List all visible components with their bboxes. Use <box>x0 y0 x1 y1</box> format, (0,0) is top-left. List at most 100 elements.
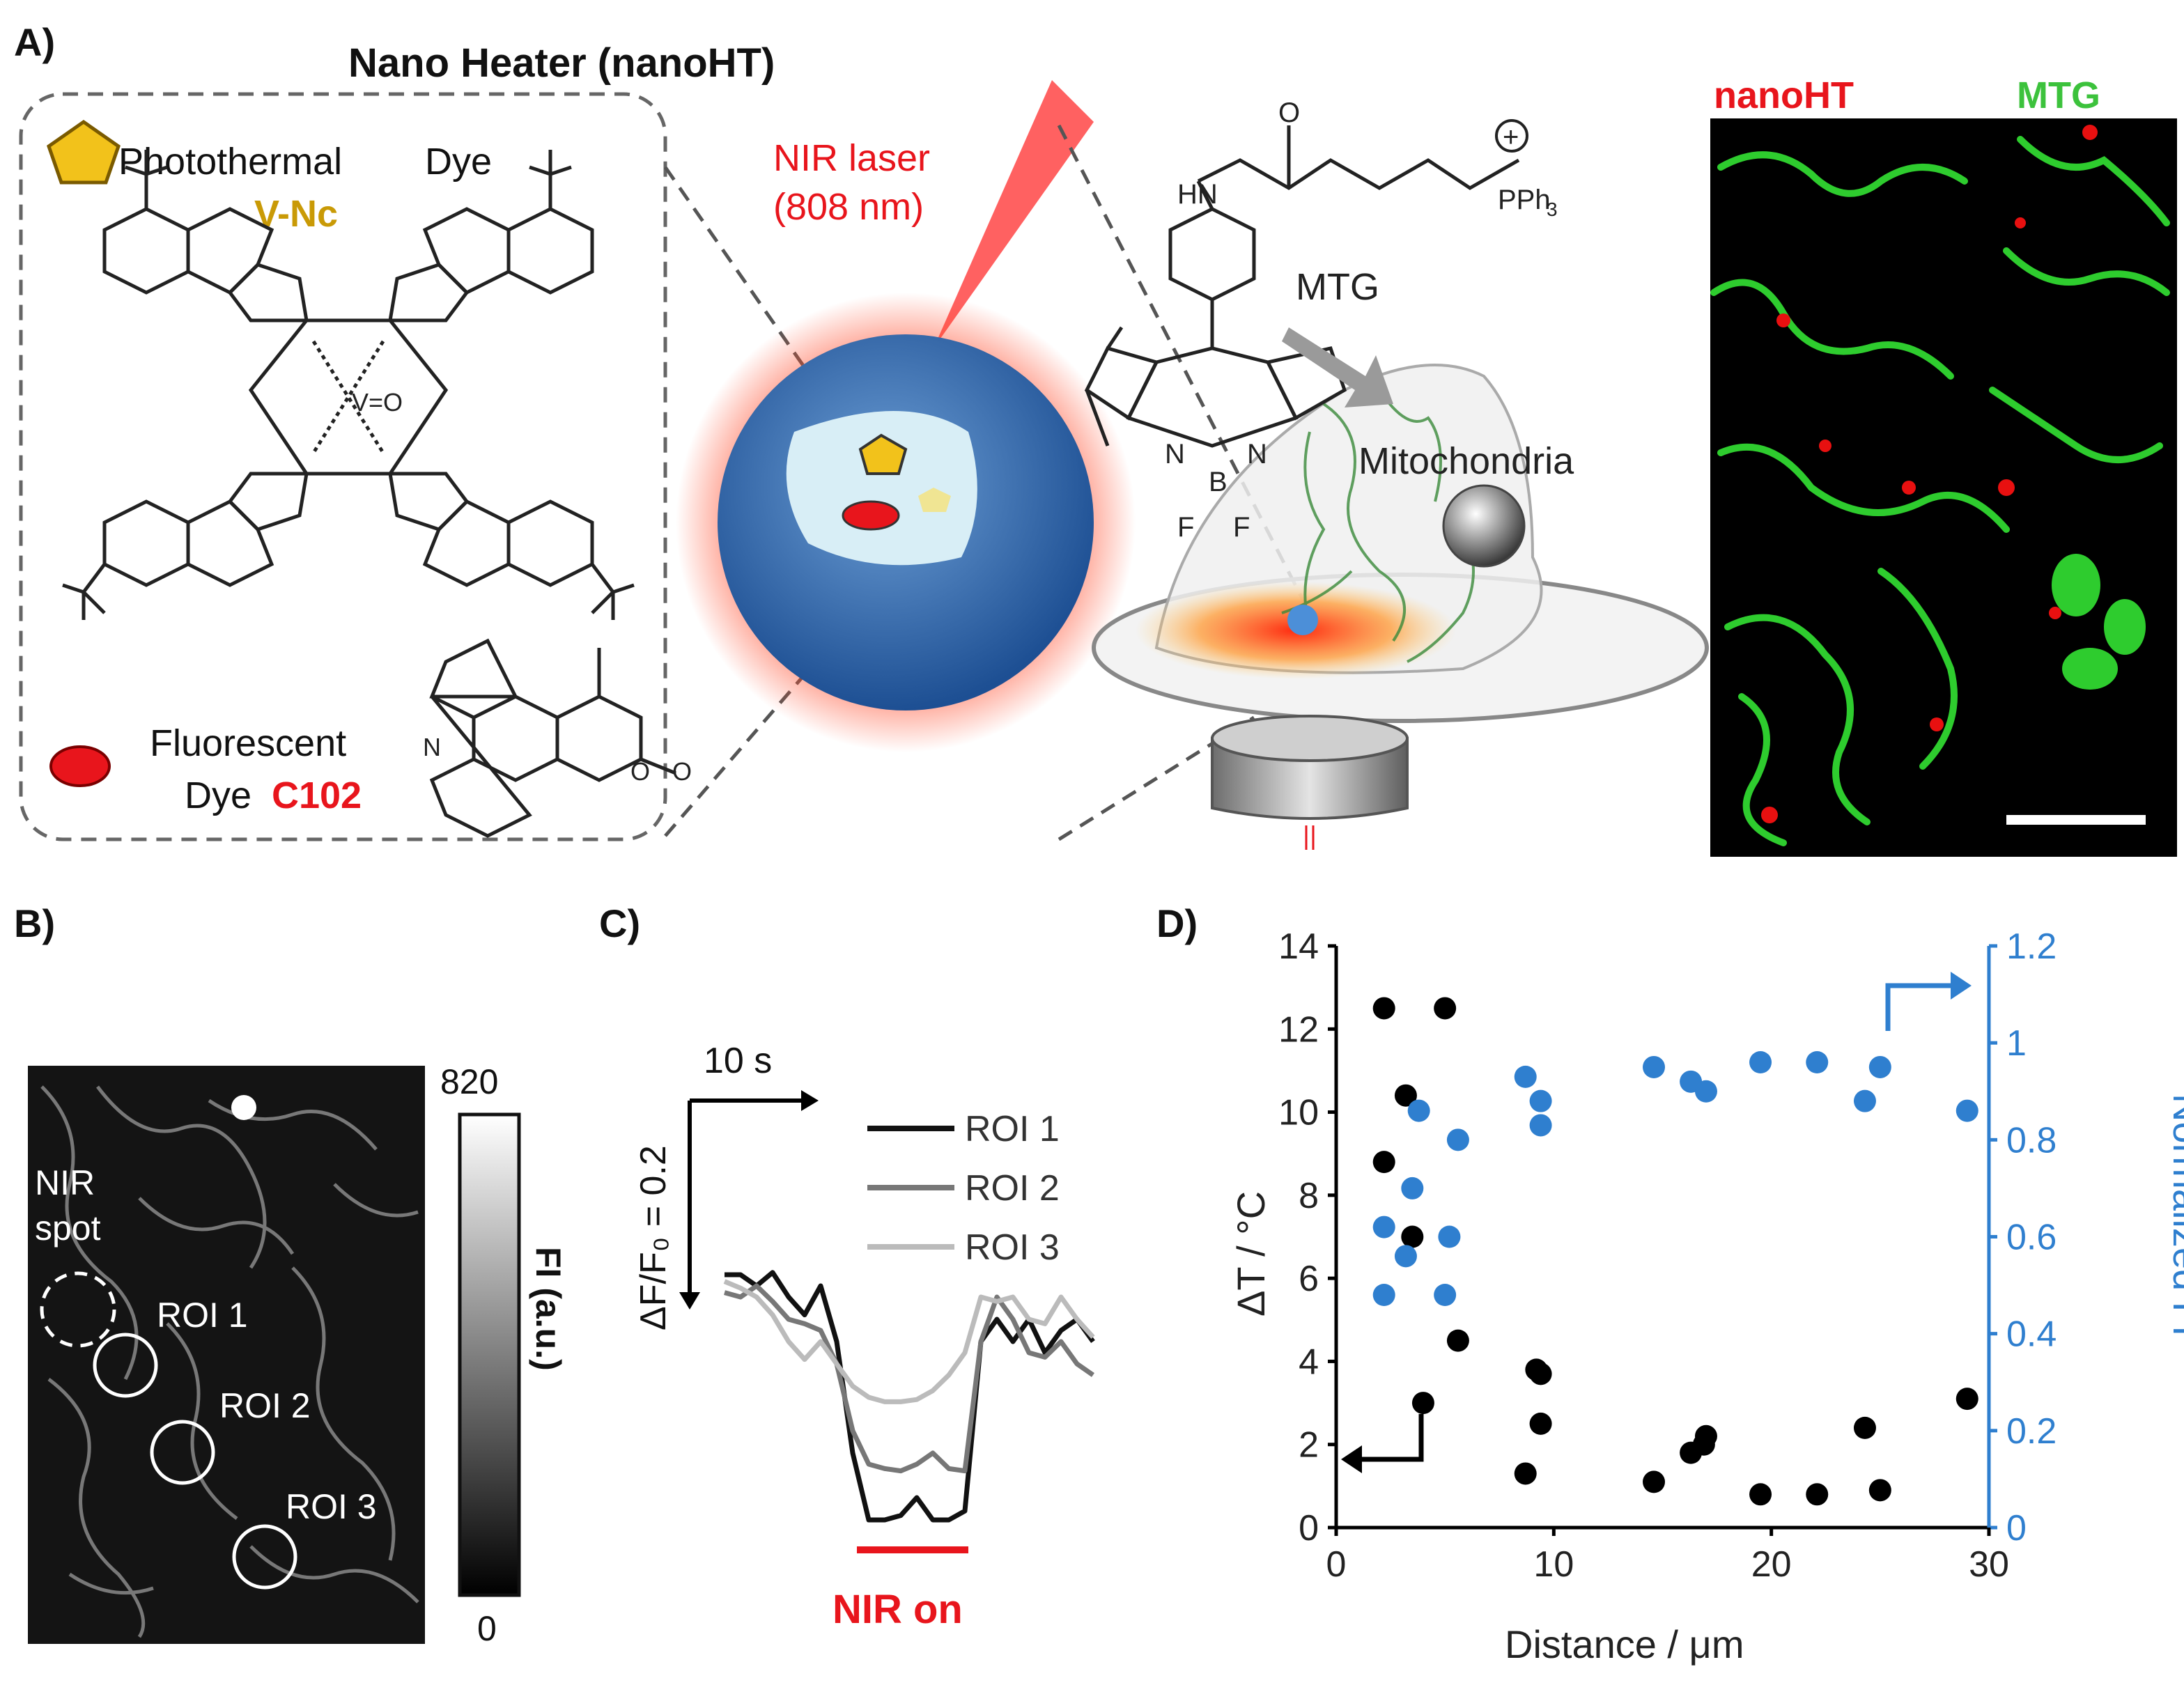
confocal-green-signal <box>1710 136 2170 846</box>
colorbar-min: 0 <box>477 1609 497 1648</box>
colorbar-title: FI (a.u.) <box>529 1247 568 1371</box>
photothermal-label: Photothermal <box>118 141 342 183</box>
nir-on-label: NIR on <box>832 1587 963 1632</box>
pentagon-icon <box>47 119 121 185</box>
y2-tick-label: 1.2 <box>2006 926 2057 967</box>
confocal-red-signal <box>1761 125 2098 823</box>
dt-point <box>1394 1084 1417 1107</box>
plus-charge-icon <box>1495 119 1528 153</box>
mito-label: Mitochondria <box>1358 440 1574 482</box>
dt-point <box>1529 1362 1552 1385</box>
x-tick-label: 20 <box>1751 1544 1792 1585</box>
y-tick-label: 14 <box>1278 926 1319 967</box>
fi-point <box>1529 1089 1552 1112</box>
laser-label: NIR laser <box>773 137 930 179</box>
confocal-image <box>1710 118 2177 857</box>
dt-point <box>1529 1412 1552 1435</box>
n-label-mtg-2: N <box>1247 439 1267 469</box>
legend-mtg: MTG <box>2017 75 2100 116</box>
pph3-label: PPh <box>1498 185 1551 215</box>
laser-wavelength: (808 nm) <box>773 186 924 228</box>
vnc-structure <box>62 150 635 620</box>
left-axis-arrow-head <box>1341 1445 1362 1473</box>
panel-b: B) NIR spot ROI 1 ROI 2 ROI 3 820 0 FI (… <box>14 901 568 1648</box>
df-arrow-icon <box>679 1292 700 1310</box>
x-tick-label: 0 <box>1326 1544 1347 1585</box>
colorbar-max: 820 <box>440 1062 498 1101</box>
y2-tick-label: 0.6 <box>2006 1218 2057 1258</box>
y-tick-label: 10 <box>1278 1093 1319 1133</box>
mtg-label: MTG <box>1296 266 1379 308</box>
roi-trace-2 <box>724 1283 1094 1474</box>
panel-b-label: B) <box>14 901 55 945</box>
dt-point <box>1749 1483 1772 1506</box>
dt-point <box>1411 1392 1434 1415</box>
y-tick-label: 4 <box>1299 1342 1319 1382</box>
panel-a-label: A) <box>14 20 55 64</box>
roi2-circle <box>150 1420 215 1485</box>
roi1-label: ROI 1 <box>157 1296 248 1335</box>
fluorescent-label: Fluorescent <box>150 722 346 764</box>
roi2-label: ROI 2 <box>219 1386 311 1425</box>
dt-point <box>1643 1470 1666 1493</box>
panel-d-label: D) <box>1156 901 1198 945</box>
y2-tick-label: 0.2 <box>2006 1411 2057 1452</box>
nanoparticle-small <box>1287 605 1318 635</box>
hn-label: HN <box>1177 179 1218 210</box>
roi1-circle <box>93 1333 158 1398</box>
x-tick-label: 30 <box>1969 1544 2009 1585</box>
panel-a: A) Nano Heater (nanoHT) Photothermal Dye… <box>14 20 2177 857</box>
cell-nucleus <box>1442 484 1526 568</box>
fluorescent-label-2: Dye <box>185 775 251 816</box>
y2-axis-label: Normalized FI <box>2165 1094 2184 1337</box>
n-label-mtg-1: N <box>1165 439 1185 469</box>
o-label-mtg: O <box>1278 98 1300 128</box>
left-axis-arrow-icon <box>1352 1414 1424 1462</box>
plus-sign: + <box>1503 122 1519 153</box>
fi-point <box>1955 1099 1978 1122</box>
f-label-1: F <box>1177 512 1194 543</box>
y2-tick-label: 1 <box>2006 1023 2027 1064</box>
b-label: B <box>1209 467 1227 497</box>
fi-point <box>1529 1114 1552 1137</box>
pph3-subscript: 3 <box>1547 199 1558 220</box>
dt-point <box>1372 997 1395 1020</box>
c102-structure <box>429 638 676 838</box>
nir-spot-label: NIR <box>35 1163 95 1202</box>
dt-point <box>1446 1329 1469 1352</box>
o-label-c102: O <box>630 757 650 786</box>
legend-label-3: ROI 3 <box>965 1227 1060 1268</box>
x-axis-label: Distance / μm <box>1505 1622 1744 1666</box>
legend-nanoht: nanoHT <box>1714 75 1854 116</box>
nir-spot-circle <box>40 1271 116 1348</box>
y-tick-label: 12 <box>1278 1009 1319 1050</box>
fi-point <box>1407 1099 1430 1122</box>
red-oval-icon <box>49 745 111 787</box>
fi-point <box>1694 1080 1717 1103</box>
pentagon-icon-small <box>918 488 951 512</box>
roi-trace-1 <box>725 1270 1095 1523</box>
fi-point <box>1372 1216 1395 1238</box>
bright-spot <box>231 1095 256 1120</box>
nanoparticle-cutaway <box>786 411 977 566</box>
dt-point <box>1401 1225 1424 1248</box>
f-label-2: F <box>1233 512 1250 543</box>
dt-point <box>1955 1388 1978 1411</box>
nanoht-box <box>19 92 667 841</box>
fi-point <box>1438 1225 1461 1248</box>
roi-traces <box>723 1270 1095 1523</box>
fi-point <box>1514 1065 1537 1088</box>
fi-point <box>1643 1055 1666 1078</box>
zoom-line-right-bottom <box>1058 715 1255 841</box>
fi-point <box>1401 1177 1424 1199</box>
roi-trace-3 <box>723 1279 1095 1404</box>
y2-tick-label: 0.8 <box>2006 1120 2057 1160</box>
fi-point <box>1372 1284 1395 1306</box>
fluorescence-texture <box>40 1085 419 1638</box>
fi-point <box>1868 1055 1891 1078</box>
box-title: Nano Heater (nanoHT) <box>348 40 775 86</box>
fi-point <box>1806 1051 1829 1073</box>
x-tick-label: 10 <box>1533 1544 1574 1585</box>
